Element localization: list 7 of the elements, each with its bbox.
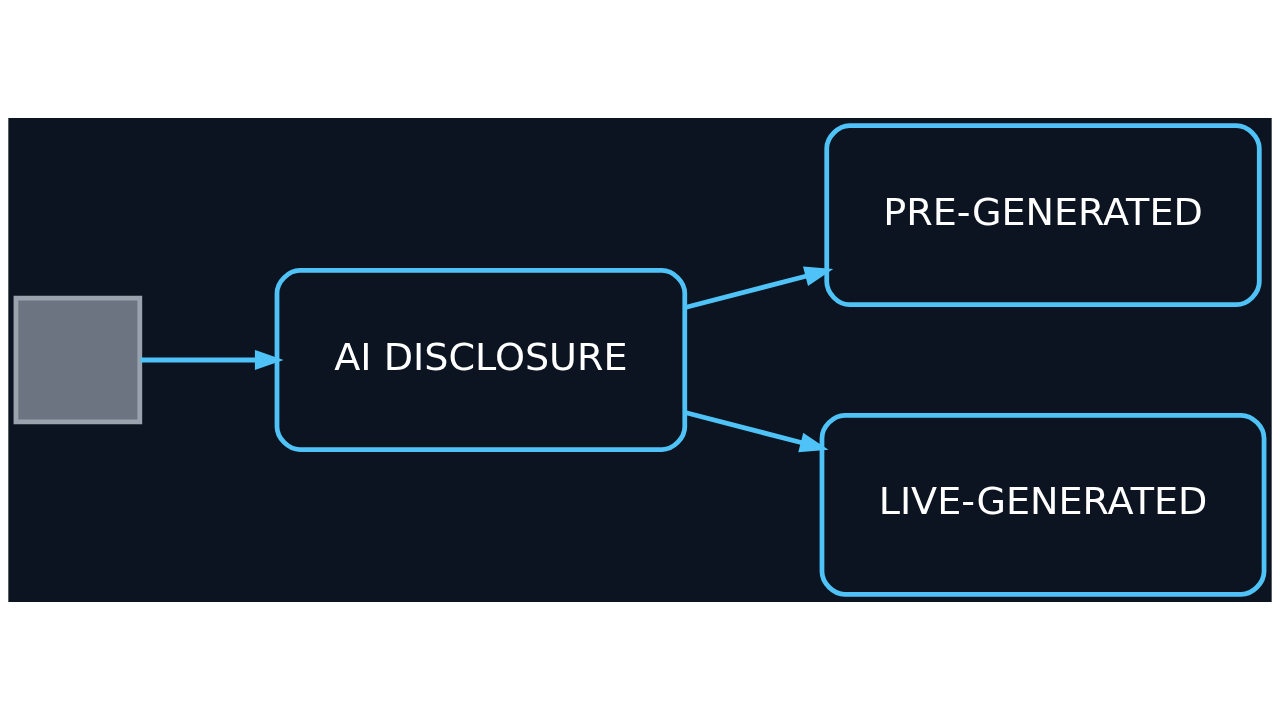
node-box: LIVE-GENERATED xyxy=(819,412,1267,597)
node-box: AI DISCLOSURE xyxy=(274,268,688,452)
node-box: PRE-GENERATED xyxy=(824,123,1262,308)
node-box xyxy=(13,295,143,425)
arrow xyxy=(684,266,834,310)
arrow xyxy=(684,410,829,453)
arrow xyxy=(140,349,284,371)
